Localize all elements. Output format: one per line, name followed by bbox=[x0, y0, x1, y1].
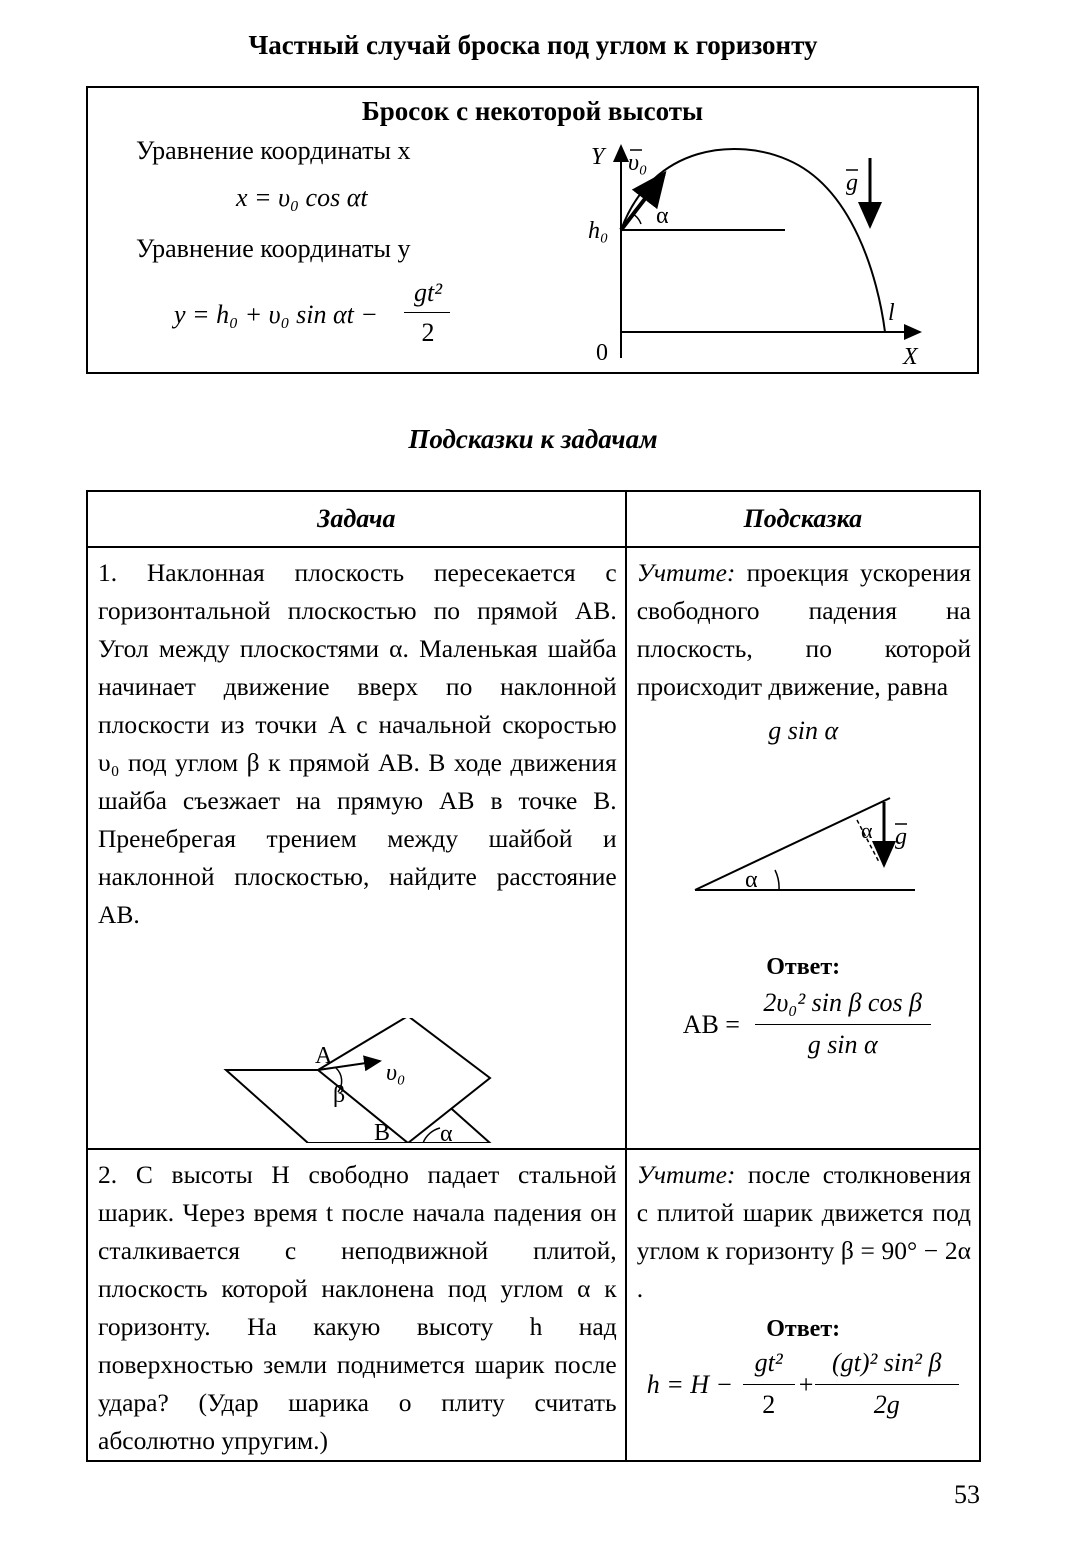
v0-label: υ₀ bbox=[628, 150, 647, 176]
answer-2-num2: (gt)² sin² β bbox=[831, 1348, 942, 1377]
alpha-arc bbox=[774, 869, 780, 891]
incline-line bbox=[694, 797, 891, 891]
hint-2-cell: Учтите: после столкновения с плитой шари… bbox=[624, 1148, 982, 1462]
hint-2-text: после столкновения с плитой шарик движет… bbox=[636, 1160, 971, 1303]
eq-y-label: Уравнение координаты y bbox=[136, 234, 411, 263]
table-header-row: Задача Подсказка bbox=[86, 490, 982, 548]
box-heading: Бросок с некоторой высоты bbox=[361, 96, 704, 126]
task-1-text: 1. Наклонная плоскость пересекается с го… bbox=[98, 558, 617, 929]
alpha-arc bbox=[632, 213, 642, 225]
page-number: 53 bbox=[954, 1480, 980, 1509]
hint-1-formula: g sin α bbox=[768, 716, 839, 745]
hint-1-cell: Учтите: проекция ускорения свободного па… bbox=[624, 546, 982, 1150]
g-label: g bbox=[895, 824, 907, 850]
theory-box: Бросок с некоторой высоты Уравнение коор… bbox=[86, 86, 979, 374]
answer-1-lhs: AB = bbox=[682, 1010, 740, 1039]
trajectory-curve bbox=[620, 147, 886, 333]
hint-1: Учтите: проекция ускорения свободного па… bbox=[627, 548, 979, 706]
answer-2-fraction-bar-1 bbox=[742, 1384, 795, 1385]
answer-2-den1: 2 bbox=[762, 1390, 776, 1419]
eq-x: x = υ₀ cos αt bbox=[236, 183, 368, 212]
inclined-plane-diagram: A B β α υ₀ bbox=[223, 1018, 492, 1143]
eq-y-den: 2 bbox=[421, 318, 435, 347]
table-row: 2. С высоты H свободно падает стальной ш… bbox=[86, 1148, 982, 1462]
answer-1-den: g sin α bbox=[807, 1030, 878, 1059]
eq-y-num: gt² bbox=[413, 278, 443, 307]
inclined-plane bbox=[316, 1018, 492, 1143]
beta-label: β bbox=[333, 1082, 345, 1108]
x-axis-label: X bbox=[902, 344, 919, 370]
hints-table: Задача Подсказка 1. Наклонная плоскость … bbox=[86, 490, 982, 1462]
task-2-text: 2. С высоты H свободно падает стальной ш… bbox=[98, 1160, 617, 1455]
answer-1-fraction-bar bbox=[754, 1024, 931, 1025]
answer-2-lhs: h = H − bbox=[646, 1370, 734, 1399]
velocity-arrow bbox=[619, 170, 667, 232]
eq-x-label: Уравнение координаты x bbox=[136, 136, 411, 165]
alpha-label: α bbox=[745, 867, 758, 893]
hint-2: Учтите: после столкновения с плитой шари… bbox=[627, 1150, 979, 1308]
table-row: 1. Наклонная плоскость пересекается с го… bbox=[86, 546, 982, 1150]
page-title: Частный случай броска под углом к горизо… bbox=[248, 30, 818, 60]
section-title: Подсказки к задачам bbox=[408, 424, 658, 454]
v0-arrow bbox=[317, 1055, 382, 1072]
answer-2-label: Ответ: bbox=[766, 1316, 841, 1342]
answer-2-num1: gt² bbox=[754, 1348, 783, 1377]
incline-gravity-diagram: α α g bbox=[694, 797, 915, 893]
v0-label: υ₀ bbox=[386, 1060, 405, 1086]
h0-label: h₀ bbox=[588, 218, 608, 244]
answer-1-num: 2υ₀² sin β cos β bbox=[763, 988, 923, 1017]
beta-arc bbox=[335, 1067, 343, 1093]
l-label: l bbox=[888, 300, 895, 326]
alpha-label: α bbox=[440, 1121, 453, 1143]
answer-1-label: Ответ: bbox=[766, 954, 841, 980]
alpha-label: α bbox=[656, 203, 669, 229]
hint-1-text: проекция ускорения свободного падения на… bbox=[636, 558, 971, 701]
task-2-cell: 2. С высоты H свободно падает стальной ш… bbox=[86, 1148, 627, 1462]
eq-y-fraction-bar bbox=[404, 312, 450, 313]
alpha-arc bbox=[422, 1127, 441, 1143]
hint-1-lead: Учтите: bbox=[636, 558, 736, 587]
header-hint: Подсказка bbox=[624, 490, 982, 548]
point-a-label: A bbox=[315, 1043, 333, 1069]
normal-line bbox=[856, 819, 880, 863]
point-b-label: B bbox=[374, 1120, 390, 1143]
alpha-label-top: α bbox=[861, 818, 873, 843]
answer-2-den2: 2g bbox=[873, 1390, 900, 1419]
g-label: g bbox=[846, 170, 858, 196]
trajectory-diagram: Y X 0 h₀ υ₀ α g l bbox=[588, 144, 922, 370]
hint-2-lead: Учтите: bbox=[636, 1160, 736, 1189]
task-1-cell: 1. Наклонная плоскость пересекается с го… bbox=[86, 546, 627, 1150]
answer-2-fraction-bar-2 bbox=[814, 1384, 959, 1385]
y-axis-label: Y bbox=[591, 144, 607, 170]
header-task: Задача bbox=[86, 490, 627, 548]
origin-label: 0 bbox=[596, 340, 608, 366]
eq-y-lhs: y = h₀ + υ₀ sin αt − bbox=[174, 300, 378, 329]
answer-2-plus: + bbox=[798, 1370, 814, 1399]
